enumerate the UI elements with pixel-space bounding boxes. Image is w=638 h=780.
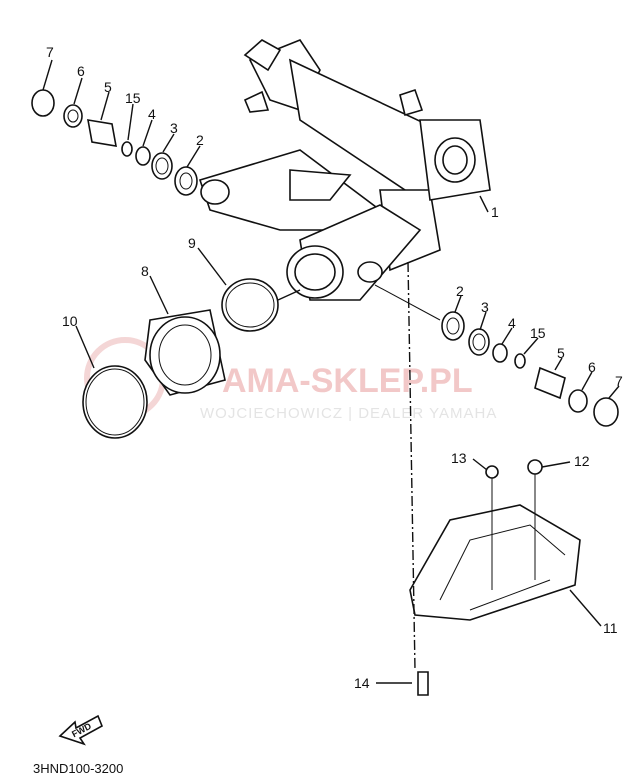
callout-15: 15 (125, 90, 141, 106)
pivot-parts-right (374, 284, 619, 427)
boot-and-bands (82, 278, 301, 439)
callout-7: 7 (46, 44, 54, 60)
callouts: 7 6 5 15 4 3 2 1 9 8 10 2 3 4 15 5 6 7 1… (46, 44, 623, 691)
swingarm (198, 39, 491, 301)
callout-8: 8 (141, 263, 149, 279)
watermark-brand: AMA-SKLEP.PL (222, 362, 473, 400)
callout-6b: 6 (588, 359, 596, 375)
fwd-arrow: FWD (58, 714, 104, 746)
watermark-subtitle: WOJCIECHOWICZ | DEALER YAMAHA (200, 405, 497, 422)
callout-9: 9 (188, 235, 196, 251)
callout-11: 11 (603, 620, 618, 636)
chain-guard (409, 459, 581, 696)
leader-lines (42, 59, 620, 684)
callout-10: 10 (62, 313, 78, 329)
callout-5b: 5 (557, 345, 565, 361)
callout-3b: 3 (481, 299, 489, 315)
callout-14: 14 (354, 675, 370, 691)
callout-12: 12 (574, 453, 590, 469)
callout-15b: 15 (530, 325, 546, 341)
callout-2b: 2 (456, 283, 464, 299)
callout-6: 6 (77, 63, 85, 79)
pivot-parts-left (31, 89, 198, 196)
callout-1: 1 (491, 204, 499, 220)
callout-7b: 7 (615, 373, 623, 389)
callout-3: 3 (170, 120, 178, 136)
callout-4b: 4 (508, 315, 516, 331)
diagram-code: 3HND100-3200 (33, 761, 123, 776)
callout-5: 5 (104, 79, 112, 95)
callout-2: 2 (196, 132, 204, 148)
callout-13: 13 (451, 450, 467, 466)
fwd-arrow-icon (58, 714, 104, 746)
callout-4: 4 (148, 106, 156, 122)
watermark: AMA-SKLEP.PL WOJCIECHOWICZ | DEALER YAMA… (84, 337, 497, 422)
